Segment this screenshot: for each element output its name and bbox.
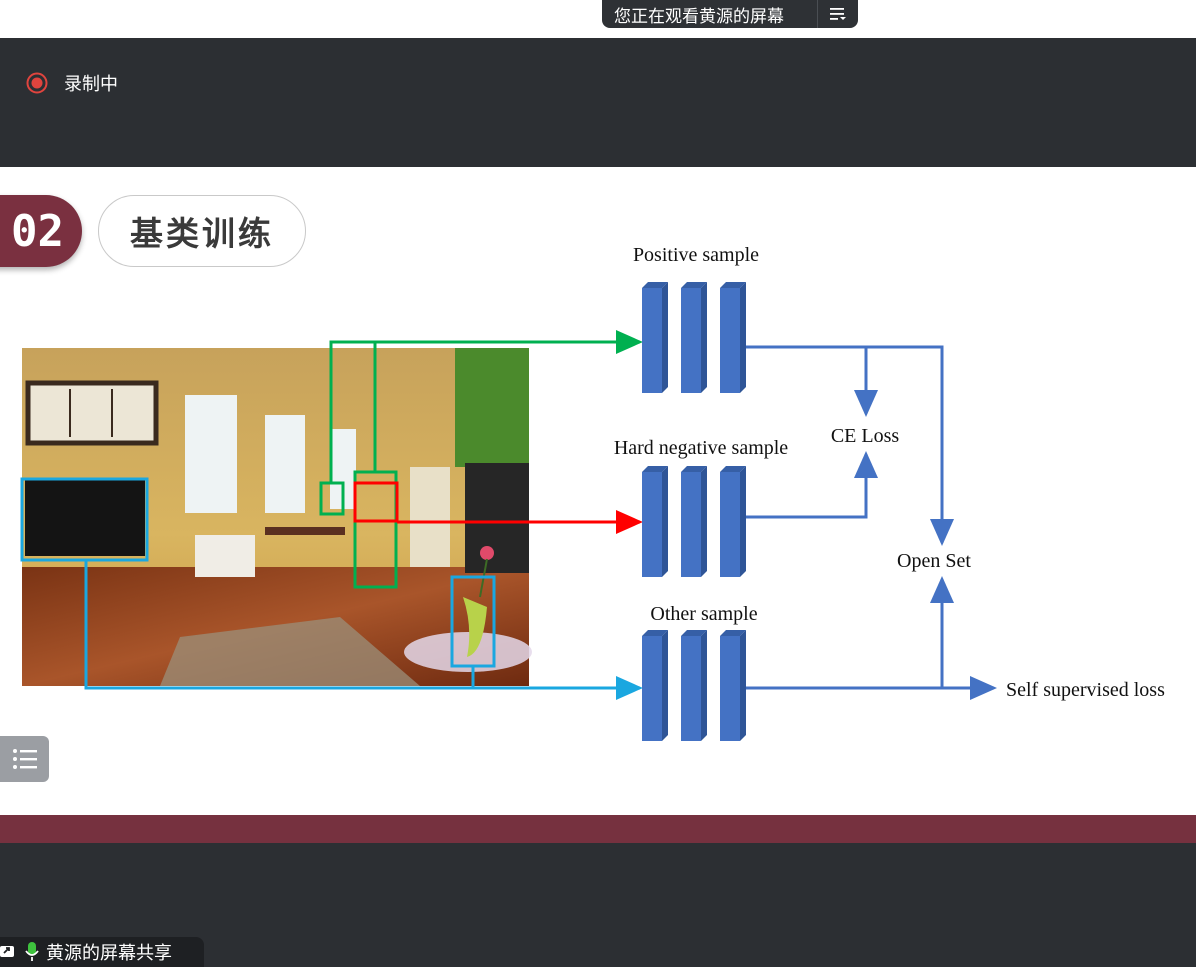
slide-list-icon — [12, 749, 37, 769]
room-photo — [22, 348, 532, 686]
mic-icon[interactable] — [24, 941, 40, 963]
header-bar — [0, 38, 1196, 167]
positive-sample-label: Positive sample — [633, 244, 759, 266]
detection-box-hard-negative — [353, 481, 399, 523]
screen-share-banner: 您正在观看黄源的屏幕 — [602, 0, 858, 28]
recording-label: 录制中 — [64, 74, 118, 95]
section-title: 基类训练 — [98, 195, 306, 267]
positive-arrow — [329, 330, 643, 483]
open-set-label: Open Set — [897, 550, 971, 572]
training-diagram: Positive sample Hard negative sample Oth… — [20, 244, 1165, 741]
ce-loss-label: CE Loss — [831, 425, 900, 447]
top-strip — [0, 0, 1196, 38]
recording-indicator: 录制中 — [26, 70, 118, 96]
record-icon — [26, 72, 48, 94]
hard-negative-sample-label: Hard negative sample — [614, 437, 788, 459]
screen-share-icon — [0, 946, 14, 957]
shared-slide: 02 基类训练 — [0, 167, 1196, 815]
share-status-text: 您正在观看黄源的屏幕 — [614, 6, 784, 27]
other-sample-label: Other sample — [650, 603, 757, 625]
slide-list-button[interactable] — [0, 736, 49, 782]
screen-share-status: 黄源的屏幕共享 — [0, 937, 204, 967]
screen-share-status-label: 黄源的屏幕共享 — [46, 943, 172, 964]
output-connectors — [746, 345, 997, 700]
network-other — [642, 630, 746, 741]
section-number-badge: 02 — [0, 195, 82, 267]
other-arrow — [84, 560, 643, 700]
menu-icon[interactable] — [817, 0, 858, 28]
network-positive — [642, 282, 746, 393]
slide-footer-stripe — [0, 815, 1196, 843]
network-hard-negative — [642, 466, 746, 577]
self-supervised-loss-label: Self supervised loss — [1006, 679, 1165, 701]
